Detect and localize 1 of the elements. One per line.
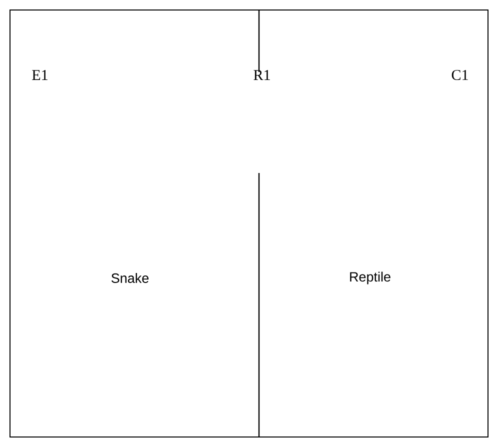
cell-label: R1 [254, 70, 270, 80]
